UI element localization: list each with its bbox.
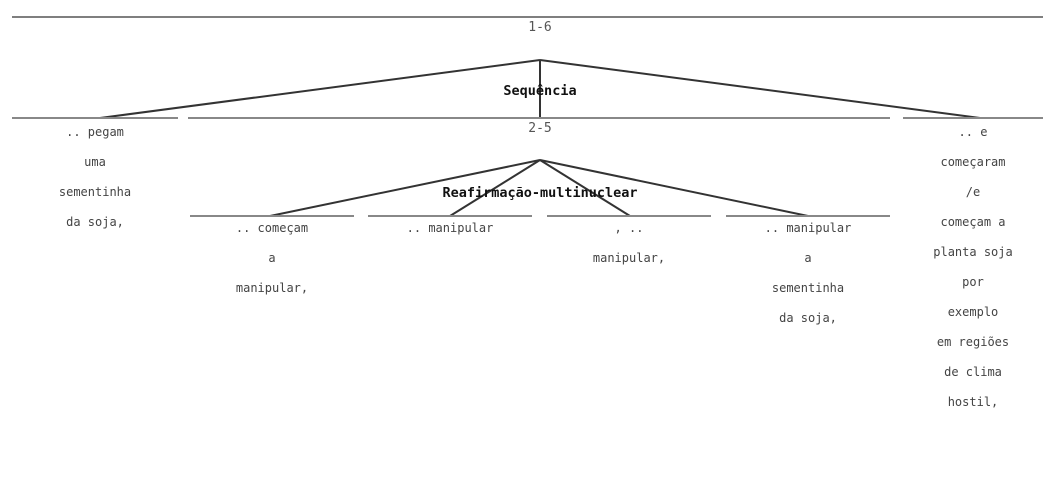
edu-6-line: começaram [940, 155, 1006, 169]
edu-6-line: planta soja [933, 245, 1013, 259]
edu-5-line: sementinha [771, 281, 845, 295]
edu-1-line: da soja, [66, 215, 124, 229]
edu-5: .. manipular a sementinha da soja, [726, 220, 890, 340]
inner-branch-e5 [539, 159, 809, 217]
inner-branch-e2 [269, 159, 541, 217]
edu-4-line: , .. [614, 221, 644, 235]
inner-span-label: 2-5 [528, 121, 552, 136]
root-span-label: 1-6 [528, 20, 552, 35]
edu-2-line: .. começam [235, 221, 309, 235]
edu-4: , .. manipular, [547, 220, 711, 280]
edu-4-line: manipular, [592, 251, 666, 265]
root-branch-e6 [539, 59, 981, 119]
edu-1: .. pegam uma sementinha da soja, [12, 124, 178, 244]
inner-branch-e4 [539, 159, 631, 217]
edu-3-line: .. manipular [406, 221, 494, 235]
edu-5-line: a [804, 251, 812, 265]
edu-6-line: /e [965, 185, 981, 199]
edu-1-line: uma [84, 155, 106, 169]
edu-2: .. começam a manipular, [190, 220, 354, 310]
edu-6-line: exemplo [947, 305, 999, 319]
edu-3: .. manipular [368, 220, 532, 250]
edu-6-line: começam a [940, 215, 1006, 229]
edu-6-line: .. e [958, 125, 988, 139]
edu-6-line: em regiões [936, 335, 1010, 349]
edu-6: .. e começaram /e começam a planta soja … [903, 124, 1043, 424]
edu-6-line: por [962, 275, 984, 289]
inner-branch-e3 [449, 159, 541, 217]
edu-6-line: de clima [944, 365, 1002, 379]
edu-5-line: .. manipular [764, 221, 852, 235]
edu-6-line: hostil, [947, 395, 999, 409]
edu-5-line: da soja, [779, 311, 837, 325]
edu-1-line: .. pegam [66, 125, 124, 139]
root-relation-label: Sequência [503, 83, 577, 99]
inner-relation-label: Reafirmação-multinuclear [442, 185, 638, 201]
edu-1-line: sementinha [58, 185, 132, 199]
edu-2-line: a [268, 251, 276, 265]
root-branch-e1 [99, 59, 541, 119]
edu-2-line: manipular, [235, 281, 309, 295]
